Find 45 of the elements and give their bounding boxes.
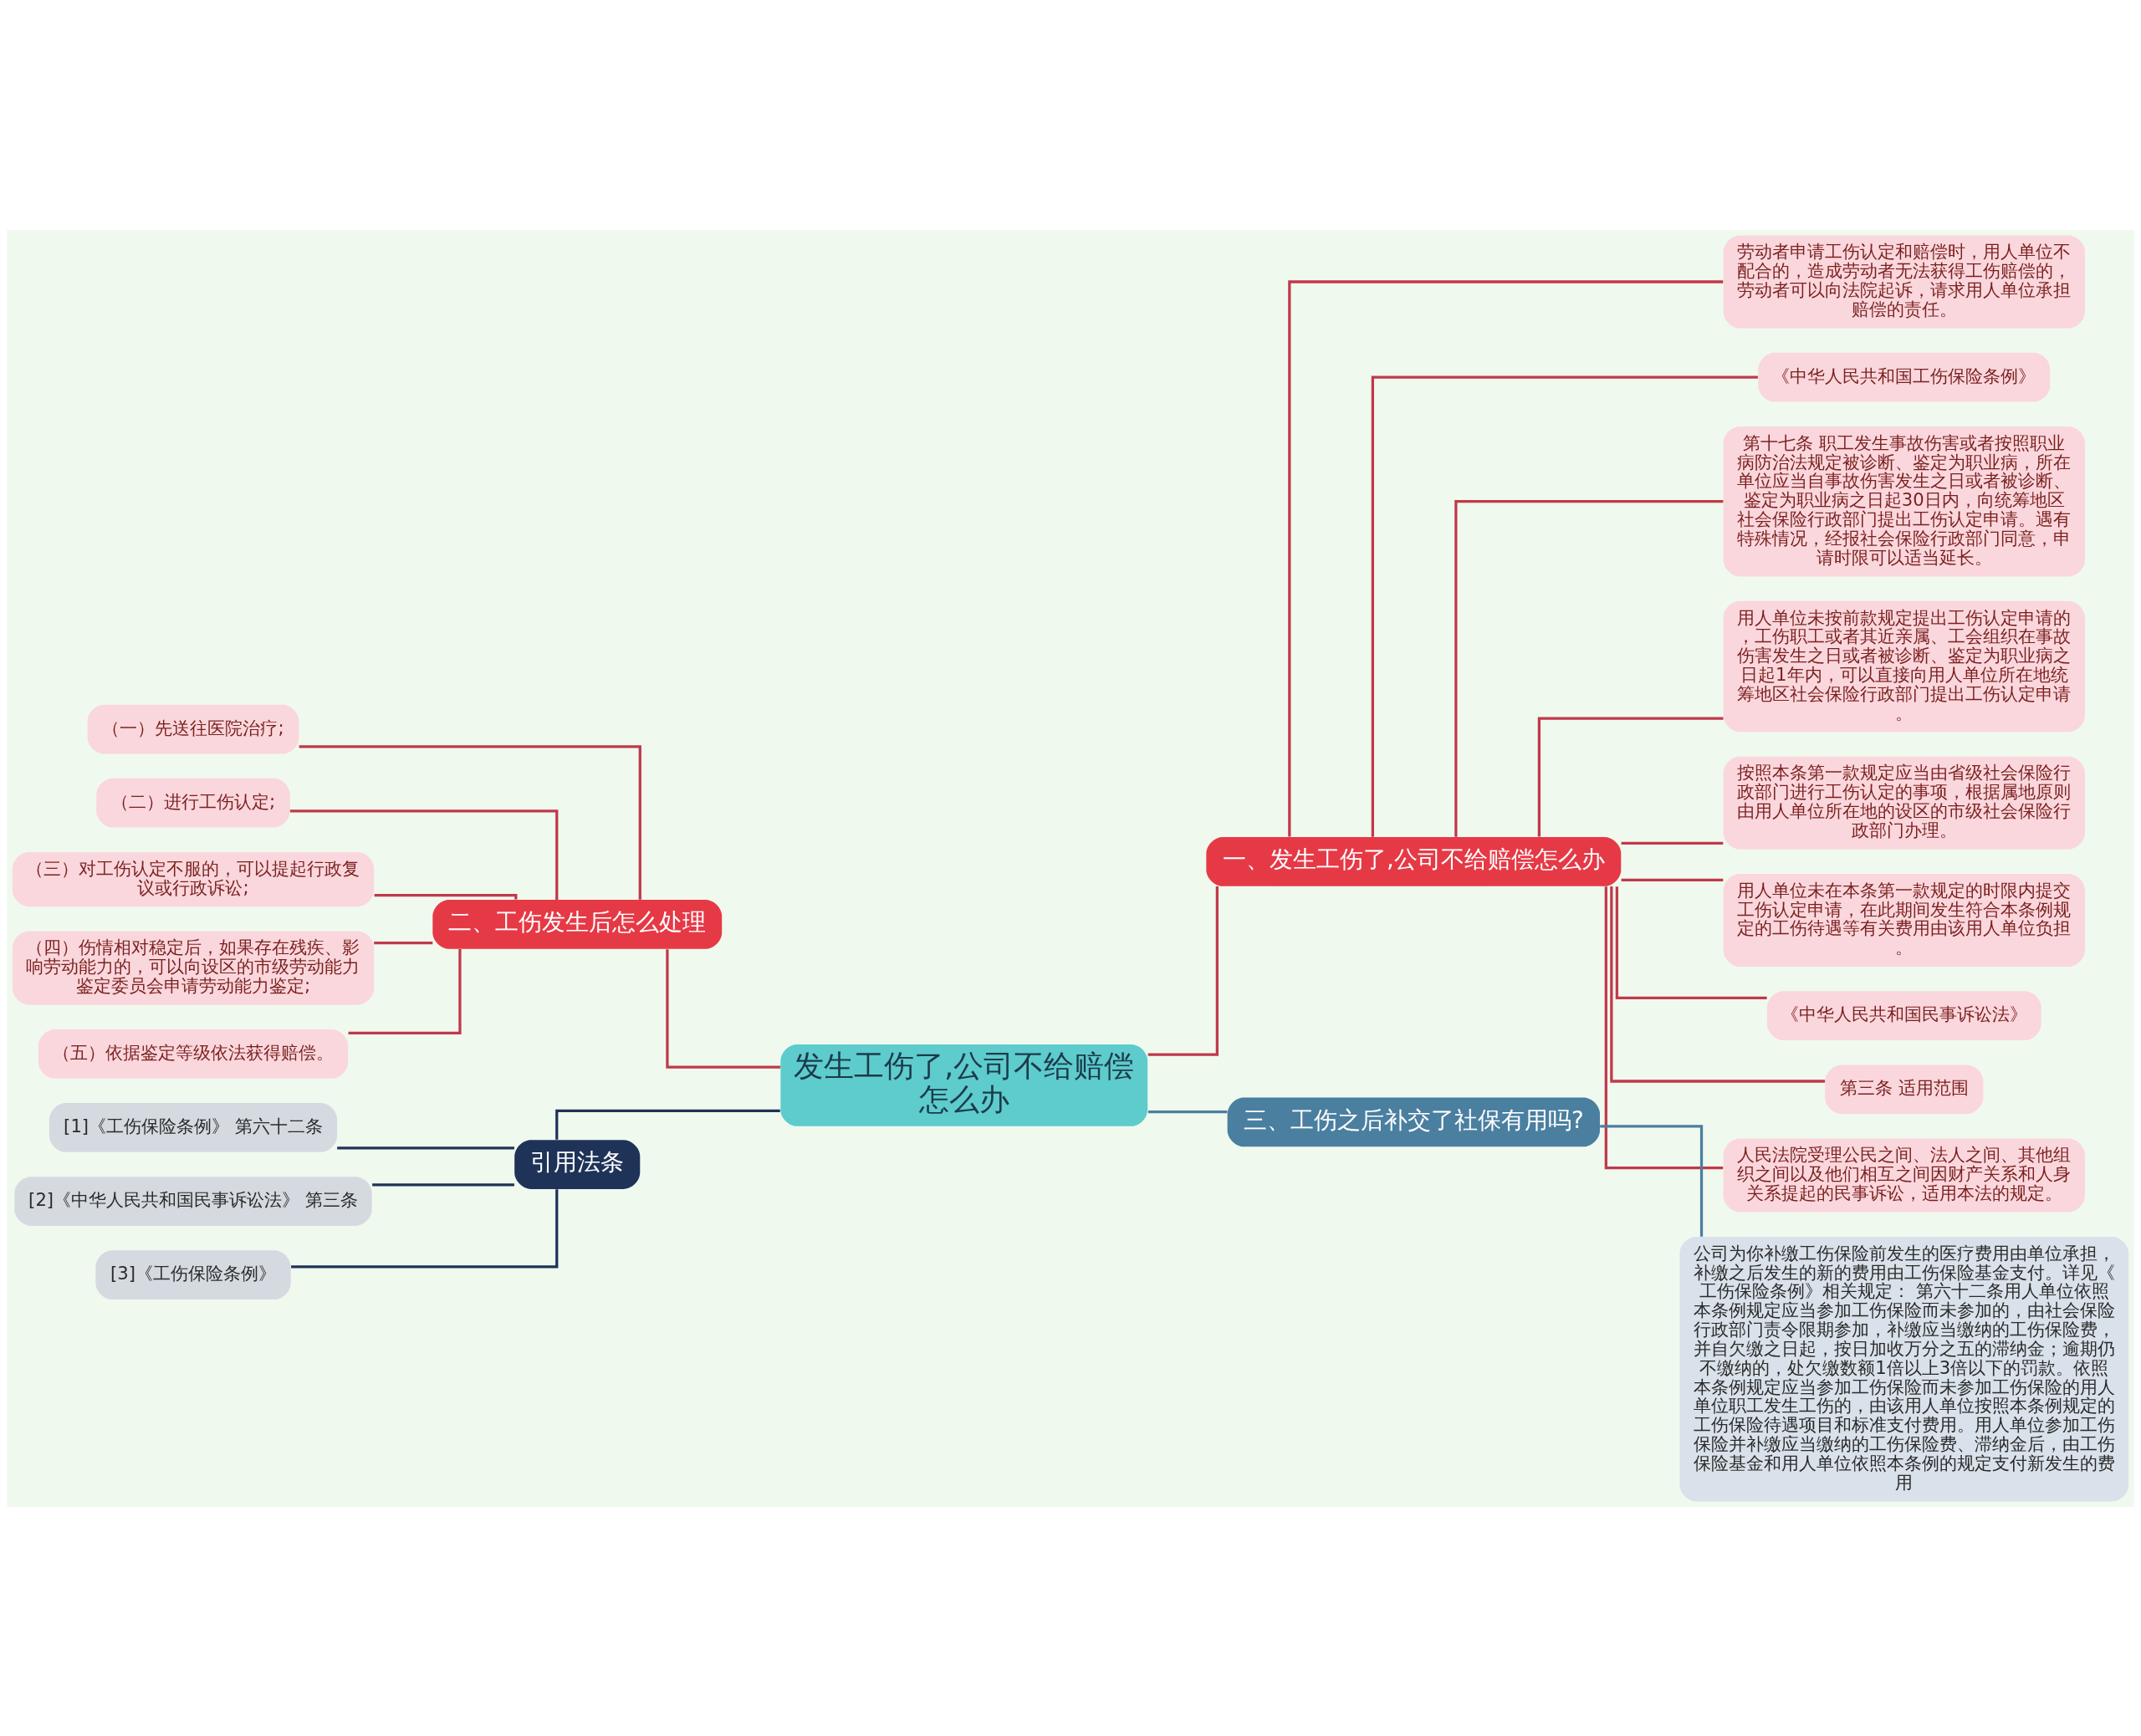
connector (1371, 375, 1758, 837)
connector (299, 744, 641, 900)
node-box: 人民法院受理公民之间、法人之间、其他组织之间以及他们相互之间因财产关系和人身关系提起的民事诉讼，适用本法的规定。 (1723, 1138, 2085, 1213)
node-box: （二）进行工伤认定; (96, 778, 290, 828)
node-box: （一）先送往医院治疗; (87, 704, 299, 753)
node-box: [2]《中华人民共和国民事诉讼法》 第三条 (14, 1176, 372, 1226)
connector (372, 1182, 514, 1187)
node-box: 按照本条第一款规定应当由省级社会保险行政部门进行工伤认定的事项，根据属地原则由用人单位所在地的设区的市级社会保险行政部门办理。 (1723, 756, 2085, 850)
connector (666, 948, 781, 1069)
node-box: 第十七条 职工发生事故伤害或者按照职业病防治法规定被诊断、鉴定为职业病，所在单位应当自事故伤害发生之日或者被诊断、鉴定为职业病之日起30日内，向统筹地区社会保险行政部门提出工伤认定申请。遇有特殊情况，经报社会保险行政部门同意，申请时限可以适当延长。 (1723, 426, 2085, 576)
connector (1610, 886, 1826, 1083)
connector (289, 809, 559, 900)
node-box: （五）依据鉴定等级依法获得赔偿。 (38, 1029, 349, 1079)
node-box: （四）伤情相对稳定后，如果存在残疾、影响劳动能力的，可以向设区的市级劳动能力鉴定委员会申请劳动能力鉴定; (12, 931, 375, 1005)
connector (374, 893, 518, 899)
node-box: 一、发生工伤了,公司不给赔偿怎么办 (1206, 836, 1622, 886)
node-box: 用人单位未在本条第一款规定的时限内提交工伤认定申请，在此期间发生符合本条例规定的工伤待遇等有关费用由该用人单位负担。 (1723, 873, 2085, 967)
node-box: 《中华人民共和国工伤保险条例》 (1758, 352, 2051, 402)
node-box: 用人单位未按前款规定提出工伤认定申请的，工伤职工或者其近亲属、工会组织在事故伤害发生之日或者被诊断、鉴定为职业病之日起1年内，可以直接向用人单位所在地统筹地区社会保险行政部门提出工伤认定申请。 (1723, 600, 2085, 732)
node-box: 第三条 适用范围 (1825, 1064, 1984, 1114)
connector (1615, 886, 1767, 999)
connector (1600, 1124, 1704, 1237)
connector (374, 941, 433, 944)
connector (555, 1109, 780, 1140)
node-box: 发生工伤了,公司不给赔偿怎么办 (780, 1044, 1148, 1126)
node-box: [1]《工伤保险条例》 第六十二条 (49, 1102, 338, 1152)
connector (1621, 841, 1724, 845)
node-box: 《中华人民共和国民事诉讼法》 (1766, 990, 2041, 1040)
node-box: 三、工伤之后补交了社保有用吗? (1227, 1097, 1600, 1146)
connector (1288, 279, 1724, 837)
connector (1147, 886, 1219, 1056)
connector (1147, 1110, 1228, 1113)
connector (291, 1188, 559, 1268)
connector (1537, 716, 1724, 836)
connector (1604, 886, 1724, 1169)
node-box: 劳动者申请工伤认定和赔偿时，用人单位不配合的，造成劳动者无法获得工伤赔偿的，劳动者可以向法院起诉，请求用人单位承担赔偿的责任。 (1723, 235, 2085, 328)
node-box: 二、工伤发生后怎么处理 (432, 899, 723, 949)
connector (337, 1146, 514, 1150)
node-box: 引用法条 (514, 1139, 641, 1189)
node-box: （三）对工伤认定不服的，可以提起行政复议或行政诉讼; (12, 851, 375, 906)
node-box: 公司为你补缴工伤保险前发生的医疗费用由单位承担，补缴之后发生的新的费用由工伤保险基金支付。详见《工伤保险条例》相关规定： 第六十二条用人单位依照本条例规定应当参加工伤保险而未参加的，由社会保险行政部门责令限期参加，补缴应当缴纳的工伤保险费，并自欠缴之日起，按日加收万分之五的滞纳金；逾期仍不缴纳的，处欠缴数额1倍以上3倍以下的罚款。依照本条例规定应当参加工伤保险而未参加工伤保险的用人单位职工发生工伤的，由该用人单位按照本条例规定的工伤保险待遇项目和标准支付费用。用人单位参加工伤保险并补缴应当缴纳的工伤保险费、滞纳金后，由工伤保险基金和用人单位依照本条例的规定支付新发生的费用 (1679, 1236, 2129, 1501)
node-box: [3]《工伤保险条例》 (95, 1249, 291, 1299)
connector (1621, 878, 1724, 881)
connector (348, 948, 462, 1034)
connector (1454, 499, 1724, 837)
